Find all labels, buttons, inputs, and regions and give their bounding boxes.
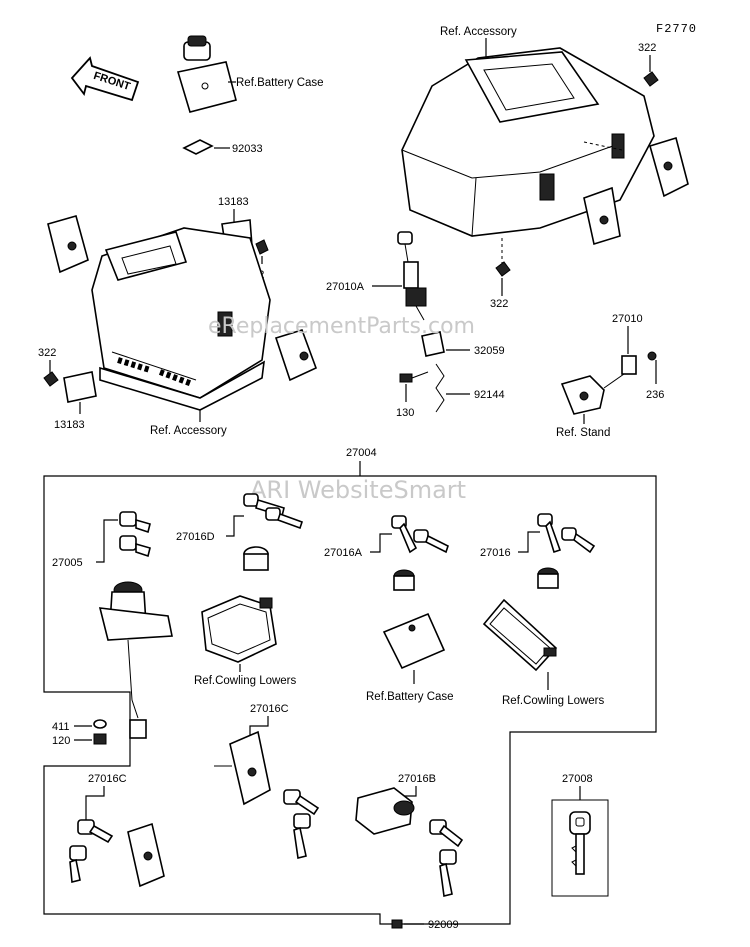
battery-case-cover-2 [382, 612, 446, 670]
label-27016D: 27016D [176, 531, 215, 543]
screw-120-icon [93, 733, 107, 745]
label-27016C-left: 27016C [88, 773, 127, 785]
top-trunk [401, 47, 689, 246]
ref-cowling-lowers-2: Ref.Cowling Lowers [502, 695, 605, 707]
key-set-27016A [391, 515, 449, 591]
ref-stand: Ref. Stand [556, 427, 610, 439]
ref-accessory-top: Ref. Accessory [440, 26, 517, 38]
spring-92144-icon [435, 363, 445, 413]
label-92033: 92033 [232, 143, 263, 155]
lock-27016B [355, 787, 464, 897]
ref-accessory-left: Ref. Accessory [150, 425, 227, 437]
ref-battery-case-2: Ref.Battery Case [366, 691, 454, 703]
label-13183-top: 13183 [218, 196, 249, 208]
clip-92033-icon [182, 139, 214, 155]
label-322-trunk-bottom: 322 [490, 298, 508, 310]
label-92009: 92009 [428, 919, 459, 931]
lock-27016C-middle [214, 730, 320, 859]
side-case [47, 215, 318, 411]
ref-battery-case-top: Ref.Battery Case [236, 77, 324, 89]
label-27016C-middle: 27016C [250, 703, 289, 715]
label-13183-bottom: 13183 [54, 419, 85, 431]
key-set-27016D [243, 493, 304, 571]
washer-411-icon [93, 719, 107, 729]
label-120: 120 [52, 735, 70, 747]
watermark-ari: ARI WebsiteSmart [250, 476, 466, 504]
lock-27016C-left [69, 819, 165, 888]
front-arrow-icon: FRONT [70, 56, 140, 102]
bolt-130-icon [399, 371, 429, 383]
nut-322-icon [43, 371, 59, 387]
lockset-frame [43, 461, 657, 925]
label-27004: 27004 [346, 447, 377, 459]
key-27010A-icon [397, 231, 413, 263]
label-92144: 92144 [474, 389, 505, 401]
label-32059: 32059 [474, 345, 505, 357]
label-322-left: 322 [38, 347, 56, 359]
battery-case-cover-top [176, 61, 237, 113]
label-27008: 27008 [562, 773, 593, 785]
key-set-27016 [537, 513, 596, 589]
label-411: 411 [52, 721, 70, 733]
stand-lock [560, 351, 657, 415]
ignition-switch-27005 [98, 511, 173, 739]
bracket-32059-icon [421, 331, 445, 357]
battery-case-lock-top [183, 35, 211, 61]
watermark-site: eReplacementParts.com [208, 314, 475, 339]
label-27016A: 27016A [324, 547, 363, 559]
label-27010: 27010 [612, 313, 643, 325]
screw-92009-icon [391, 919, 403, 929]
cowling-cover-1 [201, 595, 277, 663]
nut-322-icon [495, 261, 511, 277]
figure-code: F2770 [656, 22, 697, 36]
nut-322-icon [643, 71, 659, 87]
plate-13183-icon [63, 371, 97, 403]
label-236: 236 [646, 389, 664, 401]
ref-cowling-lowers-1: Ref.Cowling Lowers [194, 675, 297, 687]
label-322-top-right: 322 [638, 42, 656, 54]
lock-cylinder-27010A [403, 261, 427, 321]
cowling-cover-2 [482, 598, 558, 672]
label-27005: 27005 [52, 557, 83, 569]
label-27016: 27016 [480, 547, 511, 559]
key-27008-icon [569, 811, 591, 875]
label-27016B: 27016B [398, 773, 436, 785]
label-130: 130 [396, 407, 414, 419]
label-27010A: 27010A [326, 281, 365, 293]
